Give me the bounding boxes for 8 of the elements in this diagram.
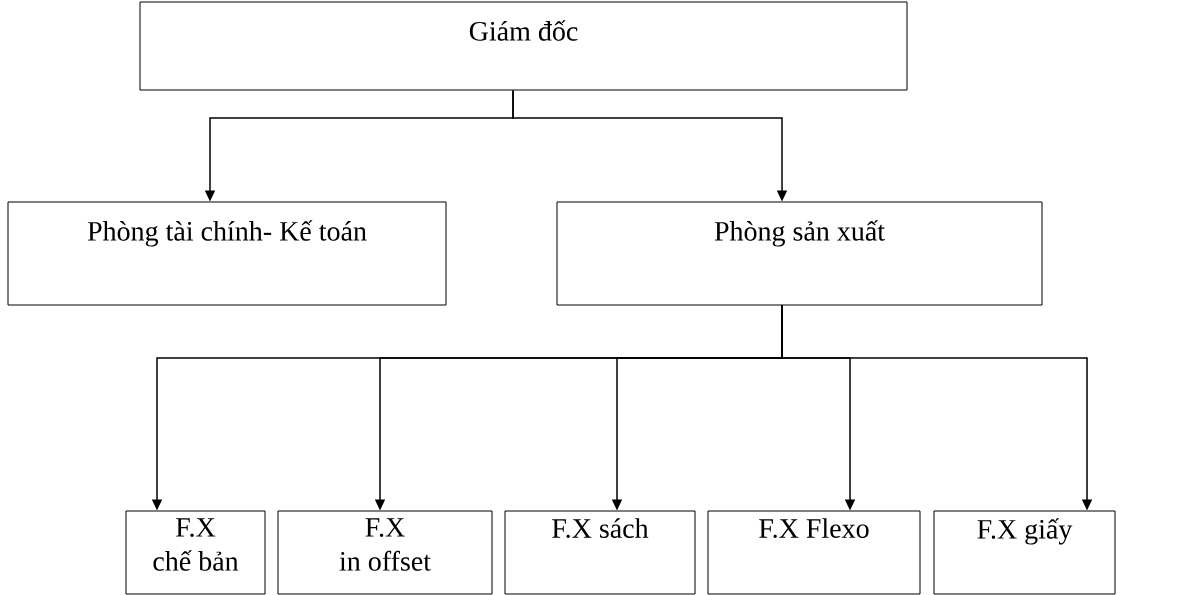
org-box: Giám đốc bbox=[139, 1, 908, 91]
org-box: F.X sách bbox=[504, 510, 696, 595]
org-box: F.X Flexo bbox=[707, 510, 921, 595]
org-box: Phòng tài chính- Kế toán bbox=[7, 201, 447, 306]
org-box: Phòng sản xuất bbox=[556, 201, 1043, 306]
org-box: F.X in offset bbox=[277, 510, 493, 595]
org-box: F.X giấy bbox=[933, 510, 1116, 595]
org-box: F.X chế bản bbox=[125, 510, 266, 595]
